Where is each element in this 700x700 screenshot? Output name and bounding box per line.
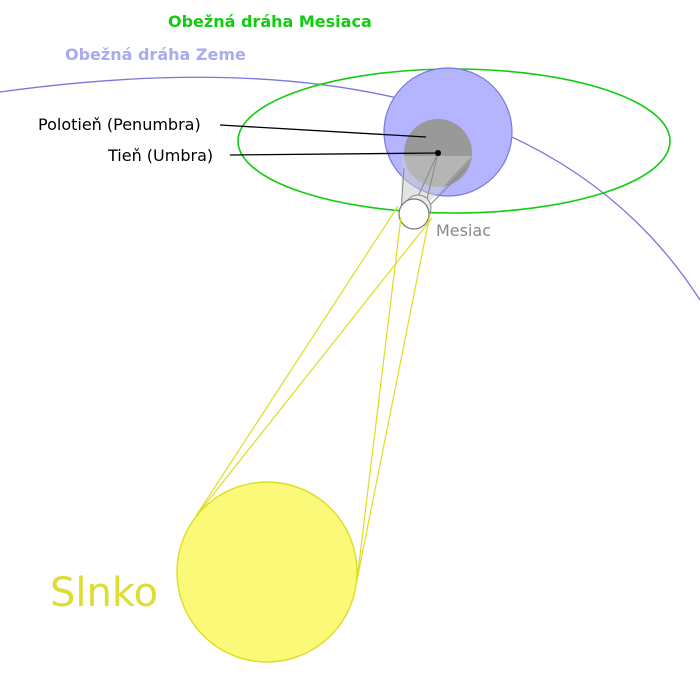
shadow-line-2	[429, 167, 467, 206]
earth-orbit-label: Obežná dráha Zeme	[65, 45, 246, 64]
umbra-label: Tieň (Umbra)	[107, 146, 213, 165]
sun-ray-1	[195, 205, 399, 517]
sun-ray-2	[195, 217, 433, 517]
shadow-line-1	[400, 167, 405, 213]
umbra-leader-line	[229, 152, 439, 156]
penumbra-label: Polotieň (Penumbra)	[38, 115, 201, 134]
earth-orbit	[0, 76, 700, 301]
moon	[398, 198, 430, 230]
sun-label: Slnko	[50, 570, 158, 616]
moon-label: Mesiac	[436, 221, 491, 240]
penumbra-leader-line	[219, 124, 427, 138]
sun-ray-3	[356, 216, 402, 581]
moon-orbit-label: Obežná dráha Mesiaca	[168, 12, 372, 31]
sun-ray-4	[356, 213, 431, 581]
umbra-center-dot	[435, 150, 441, 156]
sun	[176, 481, 358, 663]
